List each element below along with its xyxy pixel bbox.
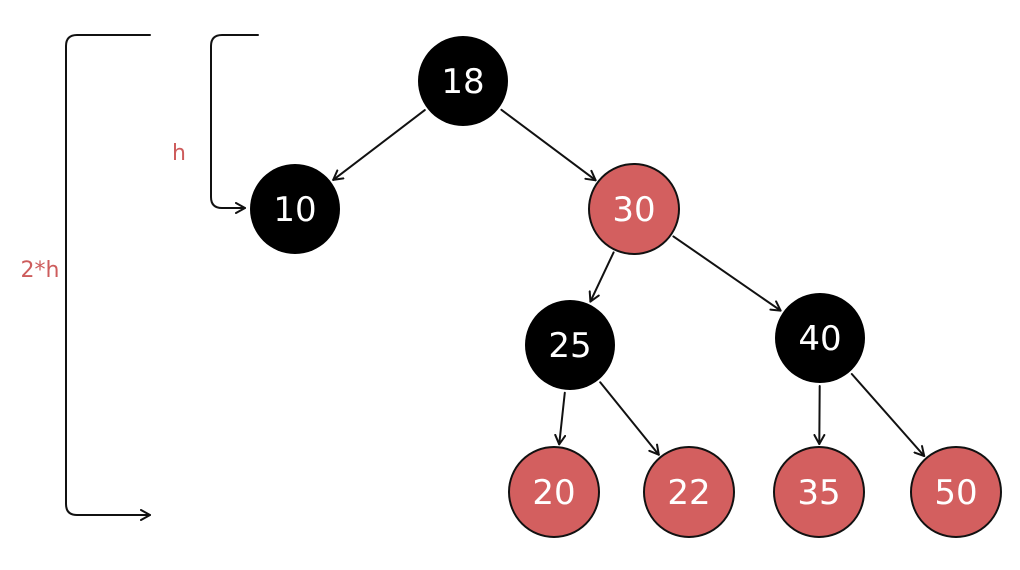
- tree-node-22: 22: [643, 446, 735, 538]
- edge-18-to-10: [332, 109, 426, 181]
- node-label: 35: [797, 473, 840, 513]
- node-circle-red: [910, 446, 1002, 538]
- label-h: h: [172, 141, 186, 166]
- node-label: 30: [612, 190, 655, 230]
- node-label: 22: [667, 473, 710, 513]
- node-label: 20: [532, 473, 575, 513]
- node-circle-red: [643, 446, 735, 538]
- node-circle-black: [525, 300, 615, 390]
- tree-node-50: 50: [910, 446, 1002, 538]
- edge-30-to-25: [588, 251, 615, 303]
- bracket-h: [210, 34, 259, 214]
- node-circle-black: [250, 164, 340, 254]
- node-label: 18: [441, 62, 484, 102]
- bracket-2h: [65, 34, 151, 521]
- tree-node-20: 20: [508, 446, 600, 538]
- node-label: 10: [273, 190, 316, 230]
- node-label: 50: [934, 473, 977, 513]
- tree-node-25: 25: [525, 300, 615, 390]
- tree-edges: [332, 108, 926, 457]
- tree-node-18: 18: [418, 36, 508, 126]
- node-circle-black: [418, 36, 508, 126]
- node-circle-red: [508, 446, 600, 538]
- label-2h: 2*h: [21, 258, 60, 283]
- height-brackets: h 2*h: [21, 34, 259, 521]
- edge-30-to-40: [672, 235, 782, 312]
- tree-node-35: 35: [773, 446, 865, 538]
- node-circle-red: [773, 446, 865, 538]
- tree-node-40: 40: [775, 293, 865, 383]
- edge-25-to-22: [599, 381, 660, 456]
- node-circle-black: [775, 293, 865, 383]
- node-circle-red: [588, 163, 680, 255]
- node-label: 40: [798, 319, 841, 359]
- tree-node-10: 10: [250, 164, 340, 254]
- tree-nodes: 18 10 30 25 40 20 22 35 50: [250, 36, 1002, 538]
- node-label: 25: [548, 326, 591, 366]
- edge-25-to-20: [554, 391, 567, 446]
- edge-18-to-30: [500, 108, 597, 182]
- tree-node-30: 30: [588, 163, 680, 255]
- edge-40-to-50: [850, 373, 926, 457]
